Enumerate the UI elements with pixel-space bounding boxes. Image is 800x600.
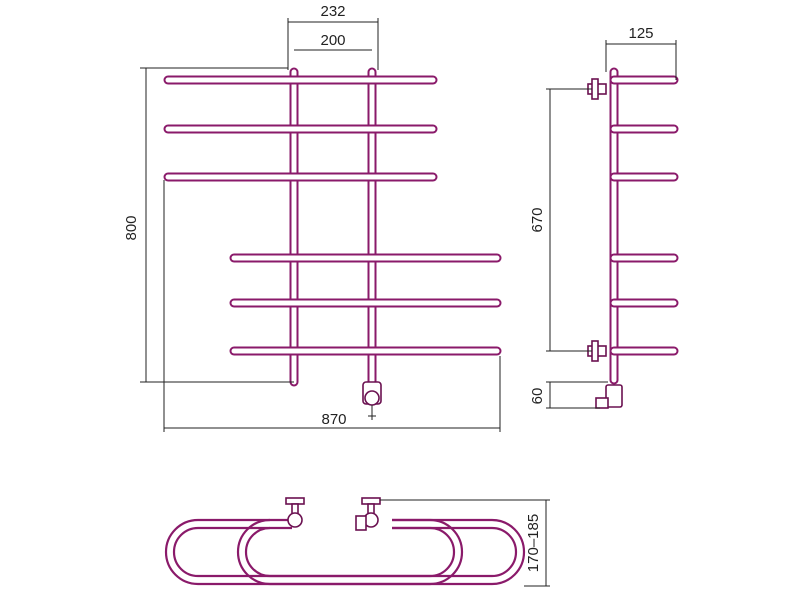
lower-bars [229, 253, 502, 356]
dim-670: 670 [529, 88, 592, 352]
wall-mounts [587, 78, 607, 362]
label-232: 232 [320, 3, 345, 20]
label-800: 800 [123, 215, 140, 240]
label-125: 125 [628, 25, 653, 42]
label-200: 200 [320, 32, 345, 49]
top-view: 170–185 [164, 497, 550, 587]
dim-800: 800 [123, 67, 294, 383]
label-170-185: 170–185 [525, 514, 542, 572]
dim-60: 60 [529, 381, 608, 409]
label-670: 670 [529, 207, 546, 232]
upper-bars [163, 75, 438, 182]
front-view: 232 200 800 870 [123, 3, 502, 432]
dim-870: 870 [163, 180, 501, 432]
right-fitting [355, 497, 381, 531]
left-fitting [285, 497, 305, 528]
inner-loop [244, 526, 518, 578]
dim-125: 125 [605, 25, 677, 80]
dim-200: 200 [294, 32, 372, 51]
side-heating-element [595, 384, 623, 409]
label-870: 870 [321, 411, 346, 428]
side-view: 125 670 60 [529, 25, 679, 409]
dim-170-185: 170–185 [380, 499, 550, 587]
heating-element [362, 381, 382, 420]
label-60: 60 [529, 388, 546, 405]
dim-232: 232 [287, 3, 379, 70]
side-bars [609, 75, 679, 356]
outer-loop [164, 518, 464, 586]
